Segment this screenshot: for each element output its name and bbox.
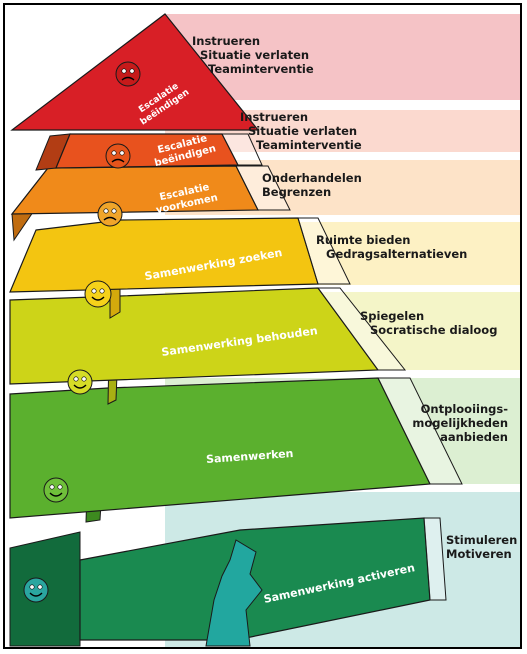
annotation-level2: Instrueren Situatie verlaten Teaminterve… — [240, 110, 362, 152]
winking-face-icon — [67, 369, 93, 395]
layer-label-level6: Samenwerken — [206, 447, 294, 466]
pyramid-edge-level5 — [317, 287, 407, 371]
annotation-line: Instrueren — [192, 34, 261, 48]
annotation-top: Instrueren Situatie verlaten Teaminterve… — [192, 34, 314, 76]
thumbs-up-face-icon — [43, 477, 69, 503]
annoyed-face-icon — [97, 201, 123, 227]
layer-label-line: Samenwerken — [206, 447, 294, 466]
pyramid-edge-level6 — [377, 377, 463, 485]
annotation-line: Ontplooiings- — [420, 402, 508, 416]
annotation-line: Stimuleren — [446, 533, 518, 547]
annotation-line: Gedragsalternatieven — [326, 247, 468, 261]
annotation-line: Ruimte bieden — [316, 233, 411, 247]
annotation-line: Instrueren — [240, 110, 309, 124]
grinning-face-icon — [23, 577, 49, 603]
annotation-line: Onderhandelen — [262, 171, 362, 185]
pyramid-edge-level3 — [235, 165, 291, 211]
annotation-level7: Stimuleren Motiveren — [446, 533, 517, 561]
smiling-face-icon — [84, 280, 112, 308]
annotation-line: Begrenzen — [262, 185, 332, 199]
pyramid-layer-level3 — [10, 165, 259, 215]
annotation-line: Motiveren — [446, 547, 512, 561]
pyramid-layer-level5 — [9, 287, 380, 385]
annotation-line: Situatie verlaten — [200, 48, 310, 62]
annotation-line: aanbieden — [440, 430, 508, 444]
pyramid-edge-level2 — [221, 133, 263, 166]
angry-face-icon — [115, 61, 141, 87]
annotation-line: Spiegelen — [360, 309, 425, 323]
annotation-line: mogelijkheden — [412, 416, 508, 430]
annotation-level5: Spiegelen Socratische dialoog — [360, 309, 497, 337]
annotation-line: Situatie verlaten — [248, 124, 358, 138]
annotation-level6: Ontplooiings- mogelijkheden aanbieden — [412, 402, 508, 444]
bottom-silhouette — [205, 539, 263, 647]
annotation-line: Teaminterventie — [256, 138, 362, 152]
annotation-level3: Onderhandelen Begrenzen — [262, 171, 362, 199]
angry-boxer-face-icon — [105, 143, 131, 169]
annotation-line: Socratische dialoog — [370, 323, 498, 337]
pyramid-edge-level4 — [297, 217, 351, 285]
pyramid-edge-level7 — [423, 517, 447, 601]
annotation-line: Teaminterventie — [208, 62, 314, 76]
annotation-level4: Ruimte bieden Gedragsalternatieven — [316, 233, 467, 261]
color-band-top — [165, 14, 522, 100]
